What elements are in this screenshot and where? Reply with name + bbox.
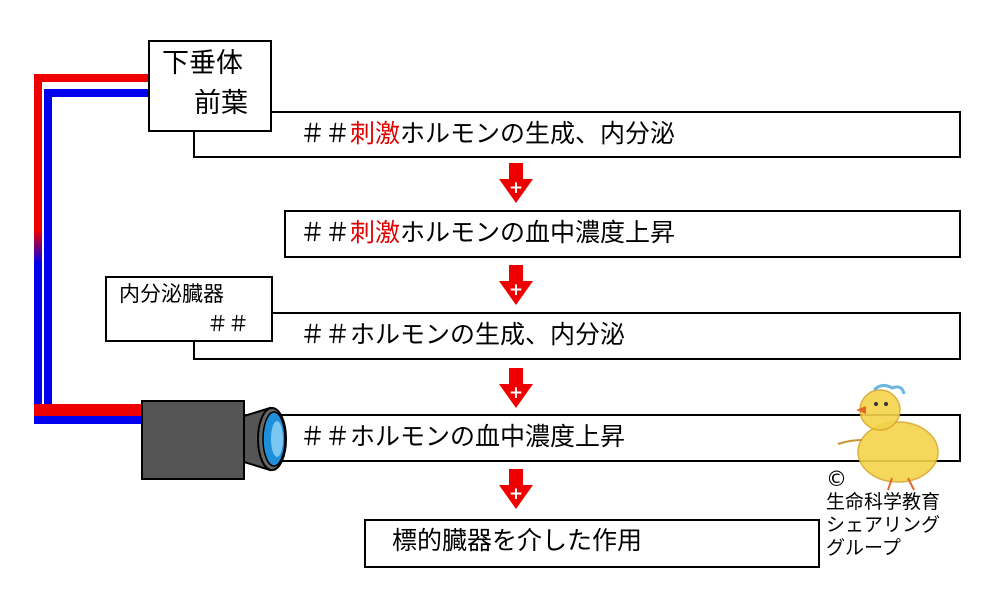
step1-box: ＃＃刺激ホルモンの生成、内分泌 — [193, 111, 961, 158]
organ-box: 内分泌臓器 ＃＃ — [105, 276, 273, 342]
step1-prefix: ＃＃ — [300, 119, 351, 148]
feedback-line-red — [34, 74, 148, 420]
step4-text: ＃＃ホルモンの血中濃度上昇 — [300, 422, 626, 451]
credit-line1: 生命科学教育 — [826, 491, 941, 513]
arrow-sign-1: + — [509, 178, 523, 198]
credit-line2: シェアリング — [826, 514, 941, 536]
credit: © 生命科学教育 シェアリング グループ — [826, 468, 940, 560]
pituitary-box: 下垂体 前葉 — [148, 40, 272, 132]
down-arrow-2: + — [499, 265, 533, 305]
step4-box: ＃＃ホルモンの血中濃度上昇 — [193, 414, 961, 462]
arrow-sign-3: + — [509, 383, 523, 403]
down-arrow-3: + — [499, 368, 533, 408]
step3-box: ＃＃ホルモンの生成、内分泌 — [193, 312, 961, 360]
step2-rest: ホルモンの血中濃度上昇 — [400, 218, 676, 247]
down-arrow-1: + — [499, 163, 533, 203]
organ-line1: 内分泌臓器 — [119, 282, 224, 306]
step1-highlight: 刺激 — [350, 119, 401, 148]
copyright-symbol: © — [826, 467, 847, 491]
credit-line3: グループ — [826, 537, 901, 559]
chick-illustration — [837, 383, 939, 491]
step2-prefix: ＃＃ — [300, 218, 351, 247]
pituitary-line1: 下垂体 — [162, 48, 243, 79]
step5-box: 標的臓器を介した作用 — [364, 519, 820, 568]
feedback-line-blue — [44, 89, 148, 412]
down-arrow-4: + — [499, 469, 533, 509]
step2-box: ＃＃刺激ホルモンの血中濃度上昇 — [284, 210, 961, 258]
arrow-sign-2: + — [509, 280, 523, 300]
step3-text: ＃＃ホルモンの生成、内分泌 — [300, 320, 626, 349]
step2-highlight: 刺激 — [350, 218, 401, 247]
camera-icon — [141, 400, 287, 480]
pituitary-line2: 前葉 — [194, 88, 248, 119]
organ-line2: ＃＃ — [207, 312, 249, 336]
step1-rest: ホルモンの生成、内分泌 — [400, 119, 676, 148]
arrow-sign-4: + — [509, 484, 523, 504]
step5-text: 標的臓器を介した作用 — [392, 526, 643, 555]
